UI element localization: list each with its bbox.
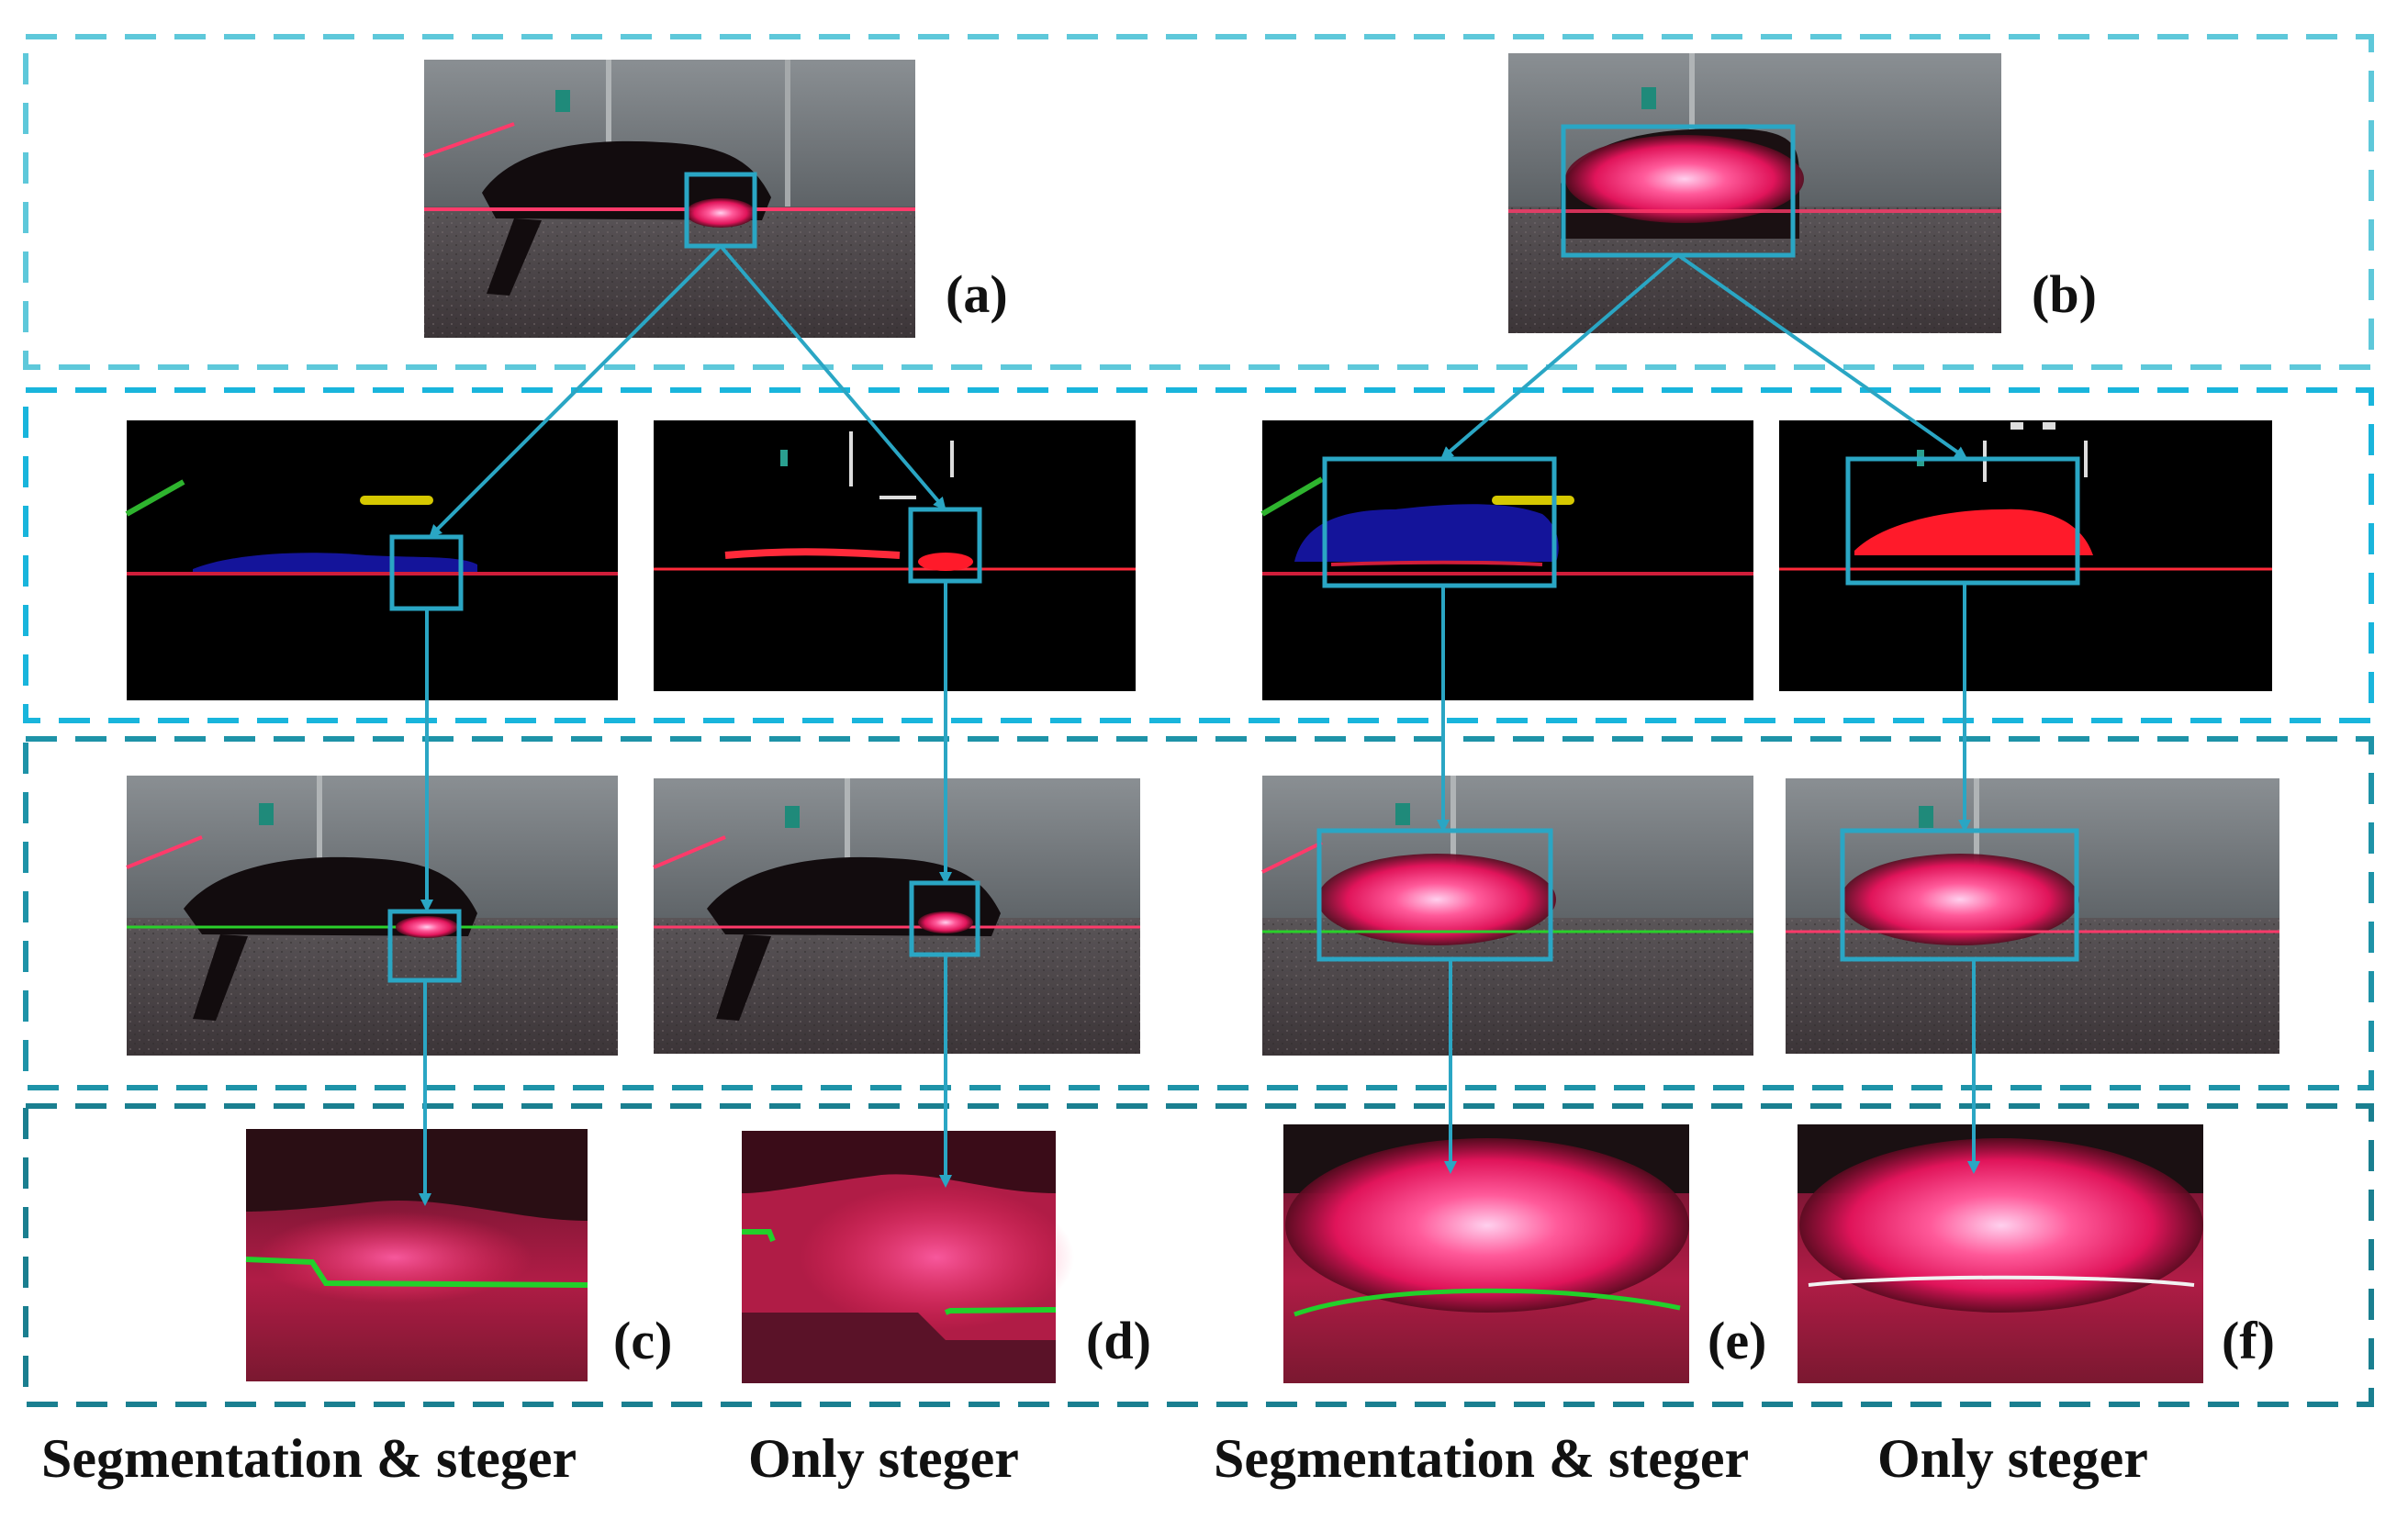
zoom-c <box>245 1129 588 1381</box>
label-a: (a) <box>946 264 1008 324</box>
arrows <box>419 244 1980 1206</box>
caption-only-steger-right: Only steger <box>1877 1428 2148 1489</box>
photo-b <box>1508 53 2001 333</box>
arrow-a-to-seg <box>429 244 722 538</box>
segmentation-b <box>1260 420 1753 700</box>
extraction-a <box>654 420 1136 691</box>
frame-row-segmentation <box>23 387 2374 723</box>
zoom-f <box>1798 1124 2203 1383</box>
label-c: (c) <box>613 1311 672 1370</box>
label-f: (f) <box>2222 1311 2275 1370</box>
arrow-a-to-extract <box>719 244 946 511</box>
arrow-b-to-seg <box>1439 253 1680 460</box>
label-b: (b) <box>2032 264 2097 324</box>
caption-segmentation-steger-left: Segmentation & steger <box>41 1428 577 1489</box>
frame-row-overlay <box>23 736 2374 1090</box>
frame-row-input <box>23 34 2374 370</box>
label-e: (e) <box>1708 1311 1766 1370</box>
photo-a <box>423 60 915 338</box>
caption-only-steger-left: Only steger <box>748 1428 1019 1489</box>
segmentation-a <box>125 420 618 700</box>
label-d: (d) <box>1086 1311 1151 1370</box>
overlay-e <box>1261 776 1753 1056</box>
zoom-e <box>1283 1124 1689 1383</box>
zoom-d <box>742 1131 1074 1383</box>
arrow-b-to-extract <box>1676 253 1968 460</box>
frame-row-zoom <box>23 1103 2374 1407</box>
overlay-d <box>653 778 1140 1054</box>
extraction-b <box>1779 420 2272 691</box>
caption-segmentation-steger-right: Segmentation & steger <box>1214 1428 1750 1489</box>
overlay-f <box>1786 778 2279 1054</box>
overlay-c <box>126 776 618 1056</box>
